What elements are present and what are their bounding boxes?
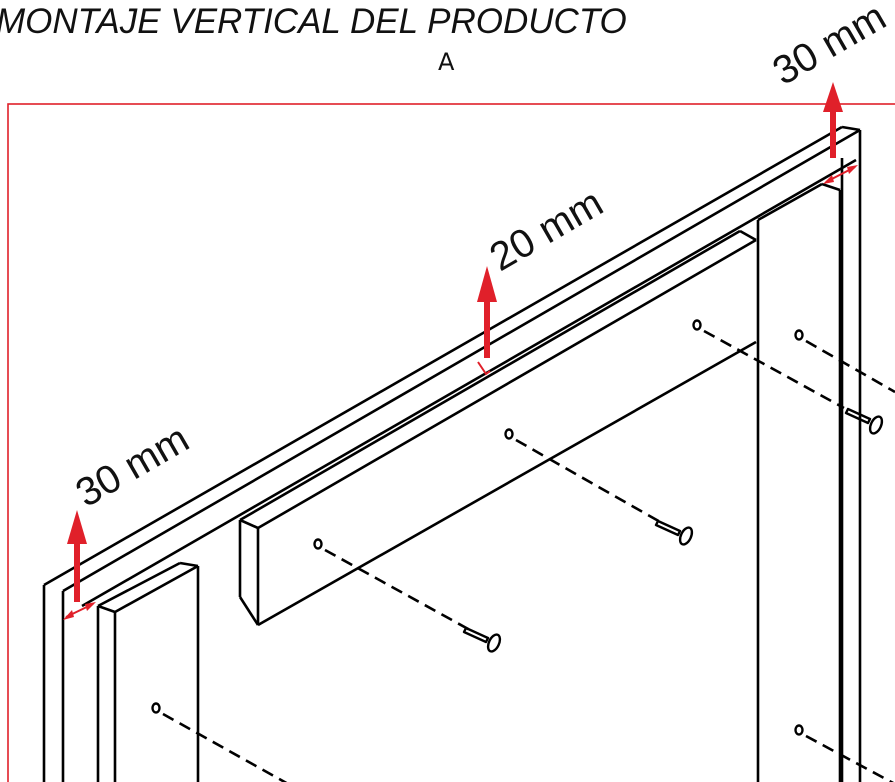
- detail-label: A: [438, 48, 455, 76]
- screw-paths: [162, 329, 895, 782]
- diagram-title: MONTAJE VERTICAL DEL PRODUCTO: [0, 2, 627, 41]
- left-stile: [42, 585, 65, 782]
- middle-board: [238, 229, 757, 627]
- left-inner-board: [96, 561, 200, 782]
- dimension-label-top-right: 30 mm: [766, 0, 894, 94]
- detail-frame: [7, 103, 895, 782]
- dimension-label-left: 30 mm: [69, 417, 197, 516]
- top-rail: [43, 125, 862, 782]
- right-board: [756, 182, 842, 782]
- screw-holes: [151, 319, 804, 736]
- dimension-label-center: 20 mm: [483, 181, 611, 280]
- screw-icon: [462, 407, 884, 653]
- dimension-arrows: [63, 82, 858, 620]
